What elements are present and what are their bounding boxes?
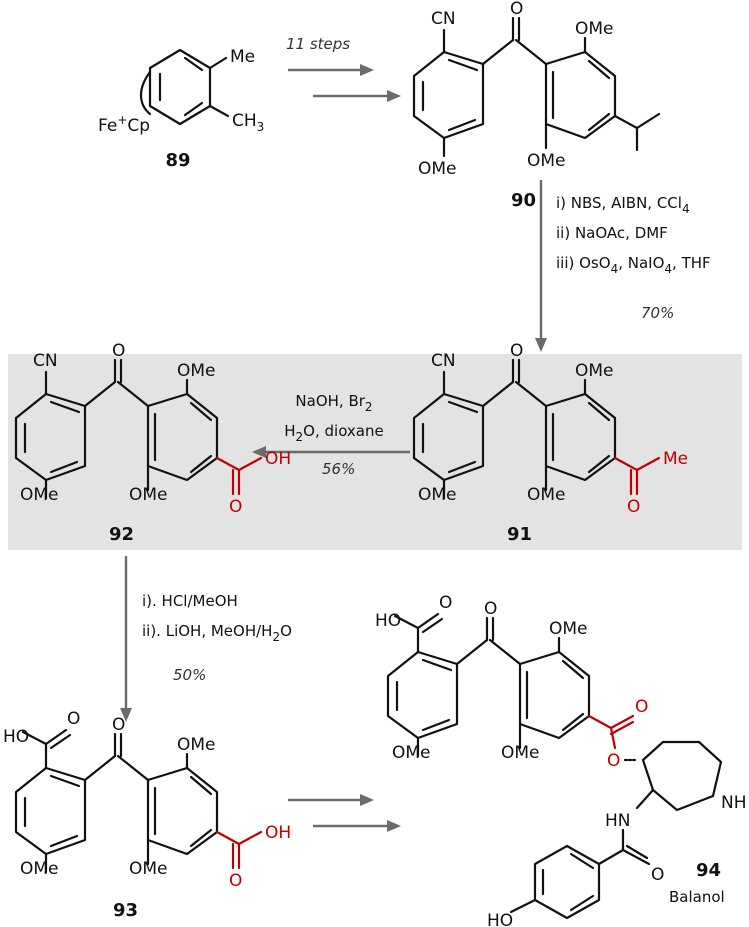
step1-conditions: 11 steps <box>286 35 350 53</box>
compound-92: CN O OMe OMe OMe O OH 92 <box>14 341 291 545</box>
ome-label: OMe <box>177 735 216 755</box>
ome-label: OMe <box>418 159 457 179</box>
step2-line2: ii) NaOAc, DMF <box>556 224 668 242</box>
compound-label-93: 93 <box>113 900 138 921</box>
compound-label-91: 91 <box>507 524 532 545</box>
cn-label: CN <box>431 9 456 29</box>
arrow-92-to-93: i). HCl/MeOH ii). LiOH, MeOH/H2O 50% <box>120 556 292 722</box>
ome-label: OMe <box>392 743 431 763</box>
ome-label: OMe <box>527 151 566 171</box>
carbonyl-o-label: O <box>112 715 125 735</box>
compound-94: O O HO O O OMe OMe OMe NH HN O HO 94 Bal… <box>375 593 747 927</box>
ome-label: OMe <box>575 361 614 381</box>
ome-label: OMe <box>501 743 540 763</box>
ome-label: OMe <box>129 859 168 879</box>
step2-line1: i) NBS, AIBN, CCl4 <box>556 194 690 216</box>
cn-label: CN <box>431 351 456 371</box>
acid-o-label: O <box>229 871 242 891</box>
ome-label: OMe <box>20 859 59 879</box>
step4-yield: 50% <box>173 666 206 684</box>
arrow-93-to-94 <box>288 794 401 832</box>
ho-label: HO <box>3 727 29 747</box>
ome-label: OMe <box>527 485 566 505</box>
acid-o-label: O <box>229 497 242 517</box>
step4-line1: i). HCl/MeOH <box>142 592 238 610</box>
acetyl-o-label: O <box>627 497 640 517</box>
step3-yield: 56% <box>322 460 355 478</box>
carbonyl-o-label: O <box>112 341 125 361</box>
oh-label: OH <box>265 449 291 469</box>
ester-o-label: O <box>607 751 620 771</box>
step2-yield: 70% <box>641 304 674 322</box>
carbonyl-o-label: O <box>510 0 523 19</box>
compound-89: Me CH3 Fe+Cp 89 <box>98 47 264 171</box>
ester-o-label: O <box>635 697 648 717</box>
ome-label: OMe <box>549 619 588 639</box>
step2-line3: iii) OsO4, NaIO4, THF <box>556 254 711 276</box>
compound-name-balanol: Balanol <box>669 888 725 906</box>
compound-93: HO O O OMe OMe OMe O OH 93 <box>3 709 291 921</box>
compound-label-90: 90 <box>511 190 536 211</box>
ome-label: OMe <box>129 485 168 505</box>
acid-o-label: O <box>67 709 80 729</box>
step4-line2: ii). LiOH, MeOH/H2O <box>142 622 292 644</box>
me-label: Me <box>663 449 688 469</box>
cn-label: CN <box>33 351 58 371</box>
acid-o-label: O <box>439 593 452 613</box>
nh-ring-label: NH <box>721 793 747 813</box>
step3-line1: NaOH, Br2 <box>295 392 372 414</box>
arrow-91-to-92: NaOH, Br2 H2O, dioxane 56% <box>252 392 410 478</box>
ho-label: HO <box>375 611 401 631</box>
compound-91: CN O OMe OMe OMe O Me 91 <box>412 341 688 545</box>
compound-label-94: 94 <box>696 860 721 881</box>
compound-label-89: 89 <box>165 150 190 171</box>
amide-o-label: O <box>651 865 664 885</box>
me-label: Me <box>230 47 255 67</box>
compound-90: CN O OMe OMe OMe 90 <box>412 0 661 211</box>
hn-label: HN <box>605 811 631 831</box>
fe-cp-label: Fe+Cp <box>98 113 150 136</box>
ho-label: HO <box>487 911 513 927</box>
arrow-89-to-90: 11 steps <box>286 35 401 102</box>
step3-line2: H2O, dioxane <box>284 422 383 444</box>
ome-label: OMe <box>575 19 614 39</box>
ome-label: OMe <box>177 361 216 381</box>
carbonyl-o-label: O <box>484 599 497 619</box>
ch3-label: CH3 <box>232 111 264 134</box>
oh-label: OH <box>265 823 291 843</box>
compound-label-92: 92 <box>109 524 134 545</box>
ome-label: OMe <box>418 485 457 505</box>
ome-label: OMe <box>20 485 59 505</box>
arrow-90-to-91: i) NBS, AIBN, CCl4 ii) NaOAc, DMF iii) O… <box>535 180 711 352</box>
carbonyl-o-label: O <box>510 341 523 361</box>
